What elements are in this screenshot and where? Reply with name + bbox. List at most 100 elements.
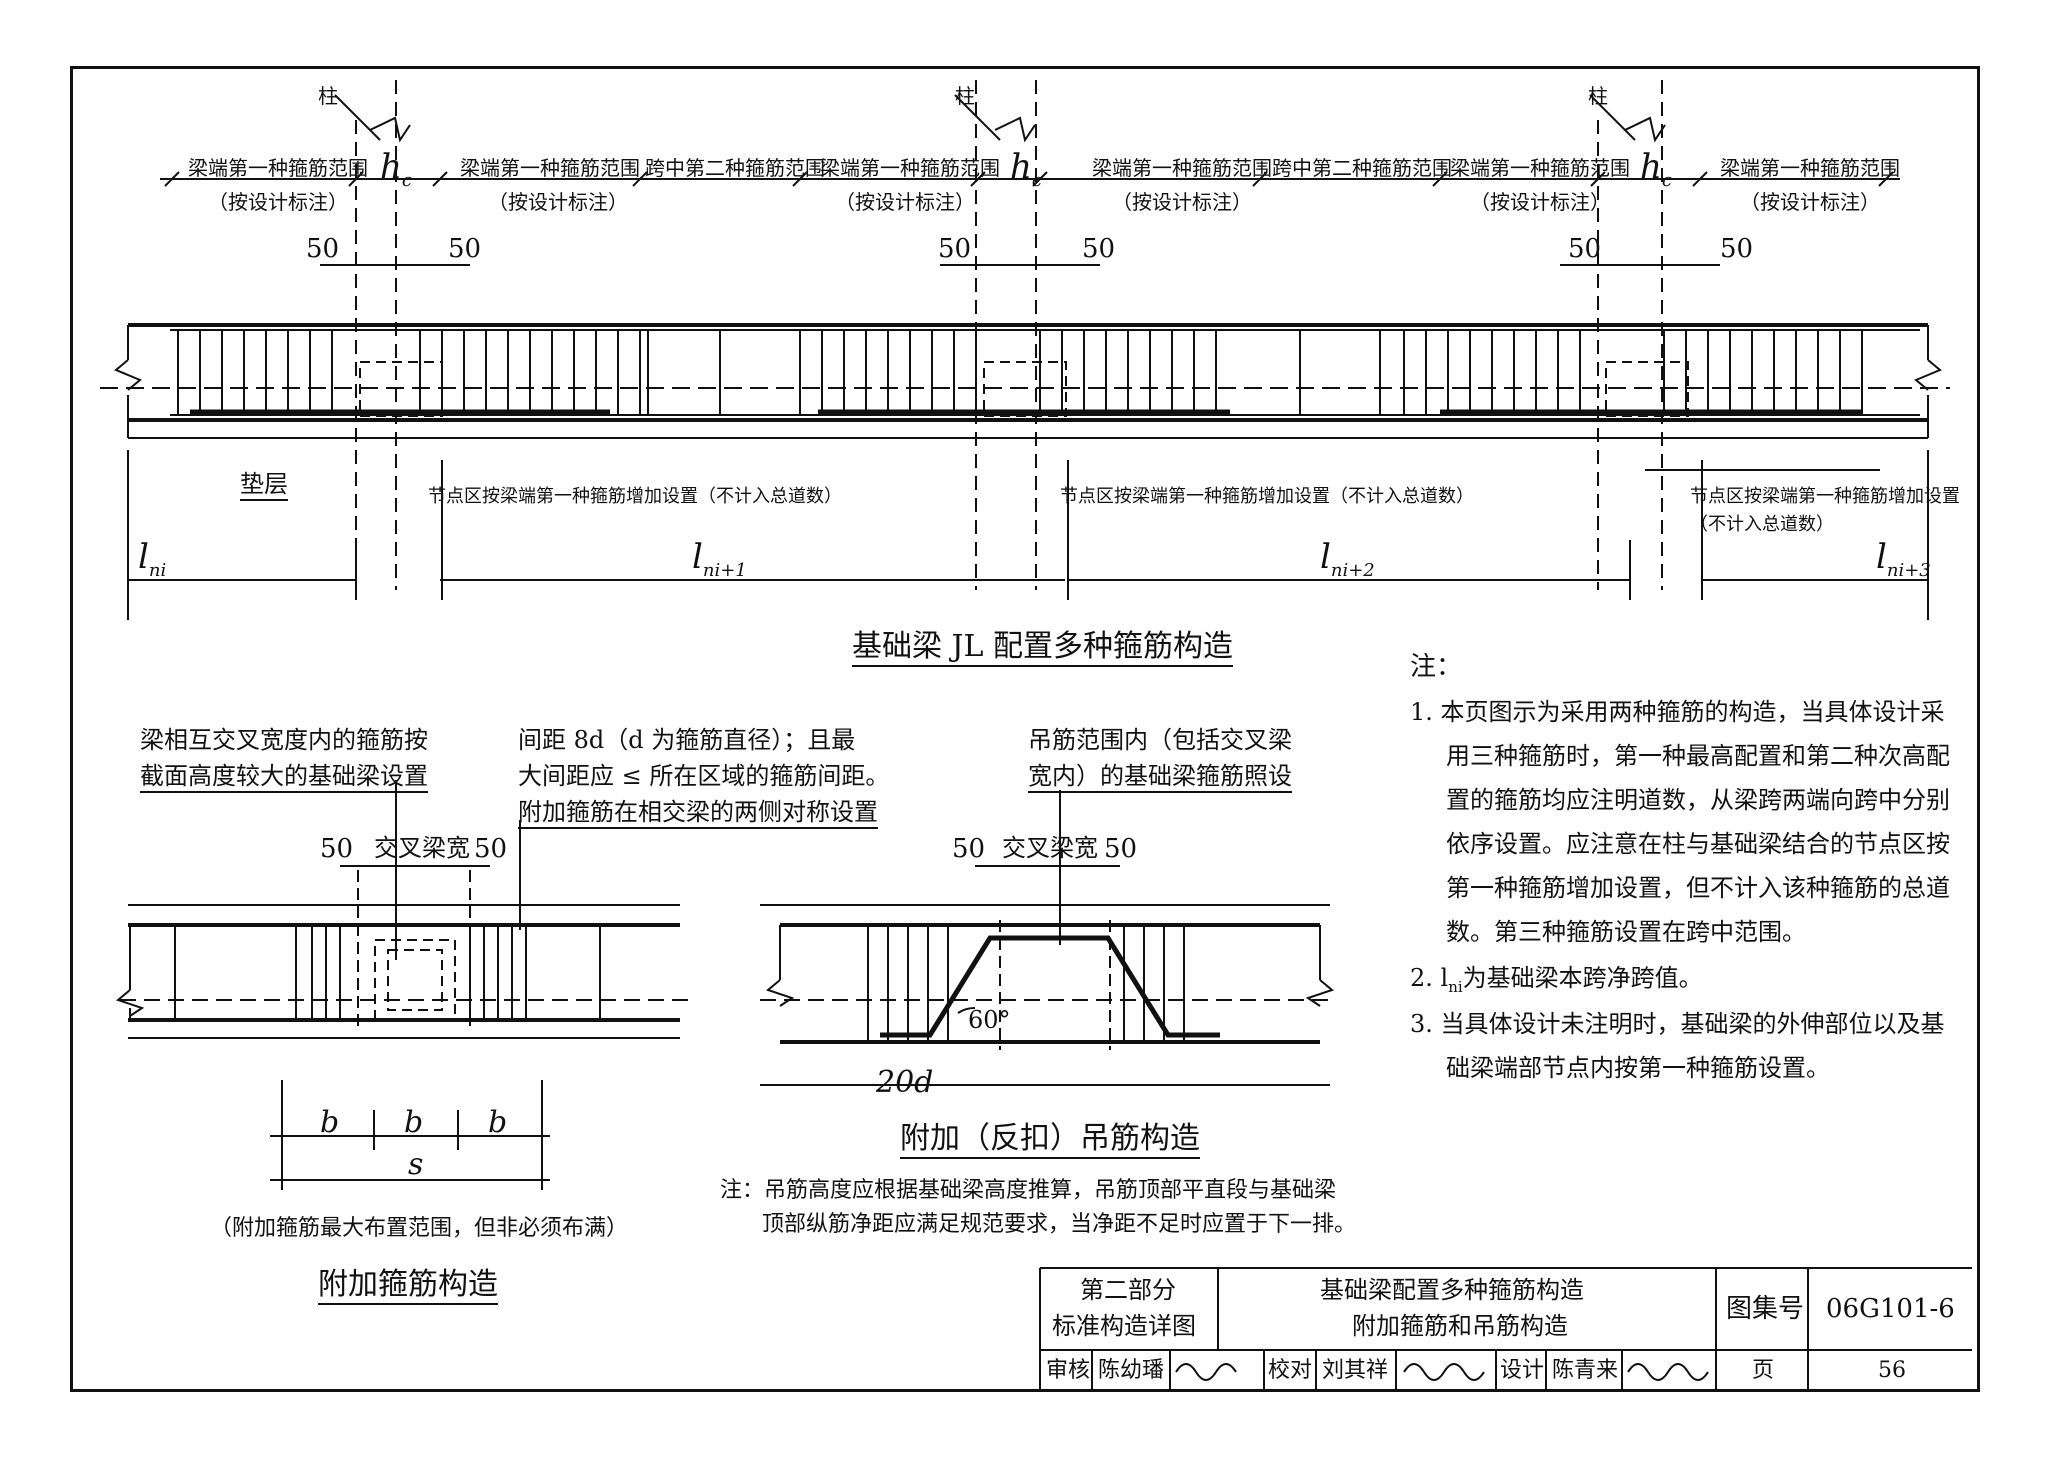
dim-b: b <box>488 1105 508 1140</box>
dim-50: 50 <box>938 234 972 264</box>
by-design-note: （按设计标注） <box>488 190 628 214</box>
span-label-ni3: lni+3 <box>1876 537 1931 581</box>
span-label-ni: lni <box>138 537 167 581</box>
hc-label: hc <box>1010 147 1042 191</box>
tb-reviewer: 陈幼璠 <box>1098 1358 1165 1383</box>
dim-50: 50 <box>952 834 986 864</box>
column-label-1: 柱 <box>318 84 338 108</box>
dim-50: 50 <box>448 234 482 264</box>
span-label-ni1: lni+1 <box>692 537 747 581</box>
left-beam <box>115 780 690 1190</box>
dim-50: 50 <box>320 834 354 864</box>
note-1-line5: 第一种箍筋增加设置，但不计入该种箍筋的总道 <box>1446 874 1950 902</box>
cross-width-label: 交叉梁宽 <box>374 834 470 862</box>
note-2: 2. lni为基础梁本跨净跨值。 <box>1410 964 1703 996</box>
tb-title-1: 基础梁配置多种箍筋构造 <box>1320 1276 1584 1304</box>
hc-label: hc <box>380 147 412 191</box>
tb-checker: 刘其祥 <box>1322 1358 1389 1383</box>
tb-page-label: 页 <box>1752 1358 1775 1383</box>
tb-page-no: 56 <box>1878 1358 1906 1383</box>
range-label-end: 梁端第一种箍筋范围 <box>188 156 368 180</box>
reviewer-signature <box>1175 1363 1237 1381</box>
span-dim-line <box>127 450 1929 620</box>
note-3-line2: 础梁端部节点内按第一种箍筋设置。 <box>1446 1054 1830 1082</box>
right-note-1: 吊筋范围内（包括交叉梁 <box>1028 726 1292 754</box>
range-dim-line <box>160 171 1900 187</box>
node-note: 节点区按梁端第一种箍筋增加设置（不计入总道数） <box>1060 486 1474 507</box>
tb-design: 设计 <box>1500 1358 1545 1383</box>
range-label-end: 梁端第一种箍筋范围 <box>1720 156 1900 180</box>
tb-review: 审核 <box>1046 1358 1091 1383</box>
dim-b: b <box>404 1105 424 1140</box>
right-beam <box>760 790 1335 1086</box>
dim-tick <box>1032 171 1048 187</box>
by-design-note: （按设计标注） <box>208 190 348 214</box>
note-1-line1: 1. 本页图示为采用两种箍筋的构造，当具体设计采 <box>1410 698 1945 726</box>
node-note: 节点区按梁端第一种箍筋增加设置（不计入总道数） <box>428 486 842 507</box>
by-design-note: （按设计标注） <box>1470 190 1610 214</box>
range-label-mid: 跨中第二种箍筋范围 <box>645 156 825 180</box>
checker-signature <box>1403 1363 1485 1381</box>
dim-50: 50 <box>306 234 340 264</box>
dim-b: b <box>320 1105 340 1140</box>
dim-tick <box>1252 171 1268 187</box>
hc-label: hc <box>1640 147 1672 191</box>
tb-part: 第二部分 <box>1080 1276 1176 1304</box>
tb-designer: 陈青来 <box>1552 1358 1619 1383</box>
dim-tick <box>1590 171 1606 187</box>
dim-50: 50 <box>1104 834 1138 864</box>
dim-50: 50 <box>1082 234 1116 264</box>
note-1-line2: 用三种箍筋时，第一种最高配置和第二种次高配 <box>1446 742 1950 770</box>
dim-tick <box>632 171 648 187</box>
note-3-line1: 3. 当具体设计未注明时，基础梁的外伸部位以及基 <box>1410 1010 1945 1038</box>
range-note: （附加箍筋最大布置范围，但非必须布满） <box>210 1216 629 1241</box>
tb-title-2: 附加箍筋和吊筋构造 <box>1352 1312 1568 1340</box>
tb-part-sub: 标准构造详图 <box>1052 1312 1196 1340</box>
tb-atlas-no: 06G101-6 <box>1826 1294 1955 1324</box>
dim-tick <box>1878 171 1894 187</box>
tb-check: 校对 <box>1268 1358 1313 1383</box>
dim-50: 50 <box>1568 234 1602 264</box>
dim-tick <box>348 171 364 187</box>
range-label-end: 梁端第一种箍筋范围 <box>1450 156 1630 180</box>
range-label-end: 梁端第一种箍筋范围 <box>820 156 1000 180</box>
note-1-line6: 数。第三种箍筋设置在跨中范围。 <box>1446 918 1806 946</box>
cross-width-label: 交叉梁宽 <box>1002 834 1098 862</box>
range-label-end: 梁端第一种箍筋范围 <box>460 156 640 180</box>
dim-tick <box>970 171 986 187</box>
left-note-b3: 附加箍筋在相交梁的两侧对称设置 <box>518 800 878 829</box>
note-1-line3: 置的箍筋均应注明道数，从梁跨两端向跨中分别 <box>1446 786 1950 814</box>
by-design-note: （按设计标注） <box>835 190 975 214</box>
span-label-ni2: lni+2 <box>1320 537 1375 581</box>
dim-tick <box>792 171 808 187</box>
dim-tick <box>164 171 180 187</box>
by-design-note: （按设计标注） <box>1740 190 1880 214</box>
range-label-end: 梁端第一种箍筋范围 <box>1092 156 1272 180</box>
node-note: （不计入总道数） <box>1690 514 1834 535</box>
notes-heading: 注： <box>1410 652 1463 682</box>
by-design-note: （按设计标注） <box>1112 190 1252 214</box>
left-note-a1: 梁相互交叉宽度内的箍筋按 <box>140 726 428 754</box>
cushion-label: 垫层 <box>240 472 288 501</box>
right-footnote-2: 顶部纵筋净距应满足规范要求，当净距不足时应置于下一排。 <box>762 1212 1357 1237</box>
left-title: 附加箍筋构造 <box>318 1270 498 1305</box>
columns <box>355 80 1663 590</box>
range-label-mid: 跨中第二种箍筋范围 <box>1272 156 1452 180</box>
dim-50: 50 <box>1720 234 1754 264</box>
dim-tick <box>1692 171 1708 187</box>
right-footnote-1: 注：吊筋高度应根据基础梁高度推算，吊筋顶部平直段与基础梁 <box>720 1178 1337 1203</box>
angle-label: 60° <box>968 1006 1011 1034</box>
dim-tick <box>432 171 448 187</box>
right-title: 附加（反扣）吊筋构造 <box>900 1124 1200 1159</box>
dim-s: s <box>408 1147 424 1182</box>
title-block-lines <box>1039 1267 1972 1390</box>
designer-signature <box>1627 1363 1709 1381</box>
column-label-2: 柱 <box>955 84 975 108</box>
dim-tick <box>1432 171 1448 187</box>
column-label-3: 柱 <box>1588 84 1608 108</box>
left-note-a2: 截面高度较大的基础梁设置 <box>140 764 428 793</box>
right-note-2: 宽内）的基础梁箍筋照设 <box>1028 764 1292 793</box>
drawing-frame <box>70 66 1980 1392</box>
